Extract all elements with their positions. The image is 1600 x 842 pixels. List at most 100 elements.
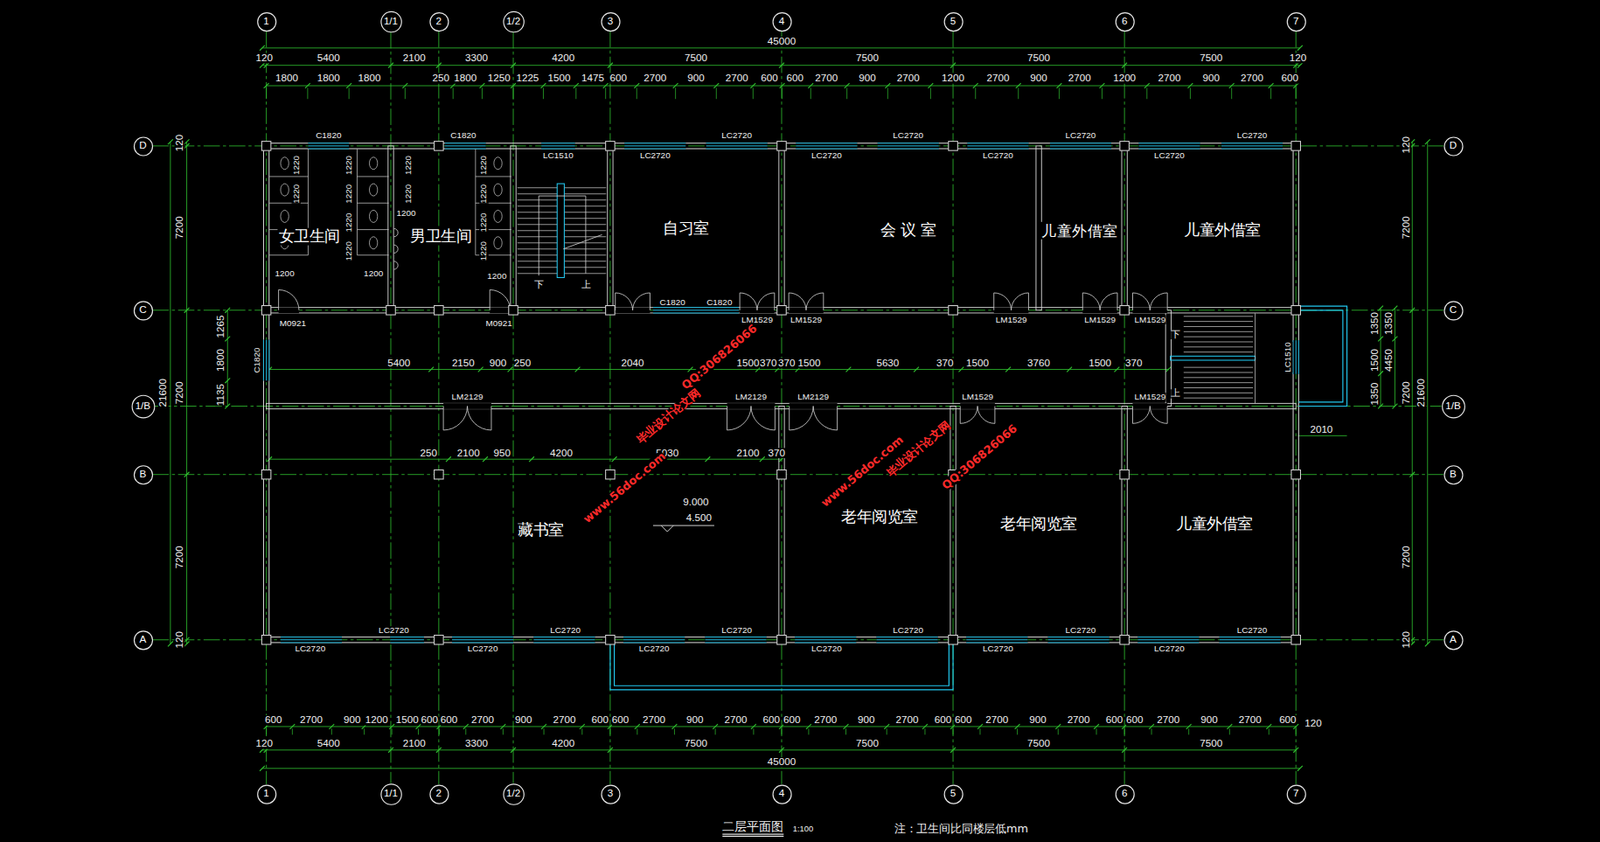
stair-mark: 下 bbox=[534, 279, 544, 290]
window-line bbox=[1219, 639, 1281, 640]
dimension-tick bbox=[289, 723, 295, 730]
door-swing bbox=[789, 406, 814, 431]
window-cut bbox=[452, 636, 514, 643]
door-swing bbox=[977, 406, 995, 425]
extension-line bbox=[331, 728, 333, 735]
dimension-tick bbox=[1186, 723, 1192, 730]
extension-line bbox=[1146, 87, 1148, 99]
axis-label: B bbox=[139, 469, 147, 480]
dimension-text: 250 bbox=[419, 447, 437, 459]
door-swing bbox=[1132, 406, 1150, 425]
dimension-line bbox=[1426, 141, 1428, 644]
room-name: 会 议 室 bbox=[879, 222, 938, 240]
dimension-tick bbox=[445, 456, 452, 462]
window-line bbox=[623, 639, 685, 640]
window-cut bbox=[541, 143, 576, 150]
stair-handrail bbox=[1170, 355, 1256, 361]
window-line bbox=[624, 142, 686, 144]
stair-tread bbox=[1183, 346, 1253, 348]
dimension-tick bbox=[844, 83, 850, 89]
dimension-text: 900 bbox=[686, 715, 703, 726]
axis-bubble: 1/2 bbox=[502, 10, 525, 33]
dimension-text: 2100 bbox=[403, 53, 426, 64]
window-line bbox=[877, 148, 940, 150]
level-mark: 9.000 bbox=[682, 496, 709, 508]
stair-handrail bbox=[556, 183, 564, 278]
window-cut bbox=[307, 143, 349, 150]
axis-bubble: 1 bbox=[257, 11, 277, 31]
extension-line bbox=[781, 87, 783, 99]
dimension-tick bbox=[264, 62, 270, 69]
dimension-text: 2700 bbox=[897, 73, 920, 84]
dimension-tick bbox=[510, 62, 516, 69]
stair-tread bbox=[1183, 367, 1253, 369]
axis-bubble: 3 bbox=[600, 784, 620, 804]
extension-line bbox=[609, 728, 611, 735]
stair-tread bbox=[517, 254, 558, 256]
balcony-outline bbox=[1298, 310, 1343, 403]
door-swing bbox=[278, 289, 300, 310]
dimension-tick bbox=[779, 62, 785, 69]
urinal bbox=[393, 228, 398, 237]
window-line bbox=[876, 641, 939, 643]
room-name: 老年阅览室 bbox=[999, 515, 1079, 534]
dimension-tick bbox=[927, 83, 933, 89]
dimension-text: 1500 bbox=[798, 358, 821, 369]
extension-line bbox=[1295, 87, 1297, 99]
dimension-tick bbox=[510, 747, 516, 753]
balcony-outline bbox=[1298, 306, 1347, 406]
axis-label: 7 bbox=[1293, 16, 1299, 28]
stall-partition bbox=[356, 229, 389, 230]
column bbox=[434, 141, 445, 152]
window-line bbox=[794, 641, 856, 643]
axis-label: 1/2 bbox=[506, 16, 521, 28]
dimension-tick bbox=[259, 765, 265, 772]
column bbox=[948, 141, 959, 152]
dimension-tick bbox=[224, 307, 230, 314]
dimension-tick bbox=[1293, 747, 1299, 753]
door-swing bbox=[615, 292, 634, 311]
dimension-text: 1500 bbox=[1088, 358, 1112, 369]
door-swing bbox=[994, 292, 1012, 311]
axis-bubble: A bbox=[132, 630, 153, 650]
dimension-text: 370 bbox=[1125, 358, 1142, 369]
dimension-text: 250 bbox=[431, 73, 449, 84]
dimension-line bbox=[1298, 435, 1348, 437]
stair-tread bbox=[1183, 382, 1253, 383]
dimension-tick bbox=[884, 83, 891, 89]
extension-line bbox=[974, 87, 976, 99]
window-line bbox=[1048, 641, 1110, 643]
dimension-text: 900 bbox=[1029, 73, 1047, 84]
dimension-text: 7500 bbox=[1199, 738, 1223, 750]
stair-arrow bbox=[538, 195, 586, 276]
dimension-text: 5400 bbox=[317, 53, 341, 64]
dimension-tick bbox=[913, 367, 919, 373]
axis-label: A bbox=[139, 634, 147, 646]
window-cut bbox=[1050, 143, 1112, 150]
opening-code: 1200 bbox=[396, 208, 416, 218]
stair-tread bbox=[563, 266, 606, 268]
extension-line bbox=[265, 728, 267, 735]
dimension-tick bbox=[480, 83, 486, 89]
stair-tread bbox=[1183, 351, 1253, 353]
window-line bbox=[653, 309, 739, 311]
opening-code: LC2720 bbox=[982, 644, 1014, 654]
stair-tread bbox=[1183, 371, 1253, 373]
opening-code: 1220 bbox=[479, 241, 488, 261]
stair-mark: 上 bbox=[581, 279, 592, 290]
extension-line bbox=[636, 728, 638, 735]
window-line bbox=[280, 636, 342, 638]
window-line bbox=[307, 145, 349, 147]
door-swing bbox=[633, 292, 651, 311]
axis-bubble: 1 bbox=[257, 784, 277, 804]
dimension-text: 2700 bbox=[725, 73, 749, 84]
opening-code: LC2720 bbox=[1237, 626, 1268, 635]
column bbox=[261, 469, 272, 480]
dimension-text: 7500 bbox=[684, 738, 708, 750]
wall bbox=[510, 146, 516, 311]
column bbox=[605, 469, 616, 480]
extension-line bbox=[752, 87, 754, 99]
window-cut bbox=[1219, 636, 1281, 643]
stair-tread bbox=[1183, 326, 1253, 327]
stall-partition bbox=[356, 202, 389, 204]
